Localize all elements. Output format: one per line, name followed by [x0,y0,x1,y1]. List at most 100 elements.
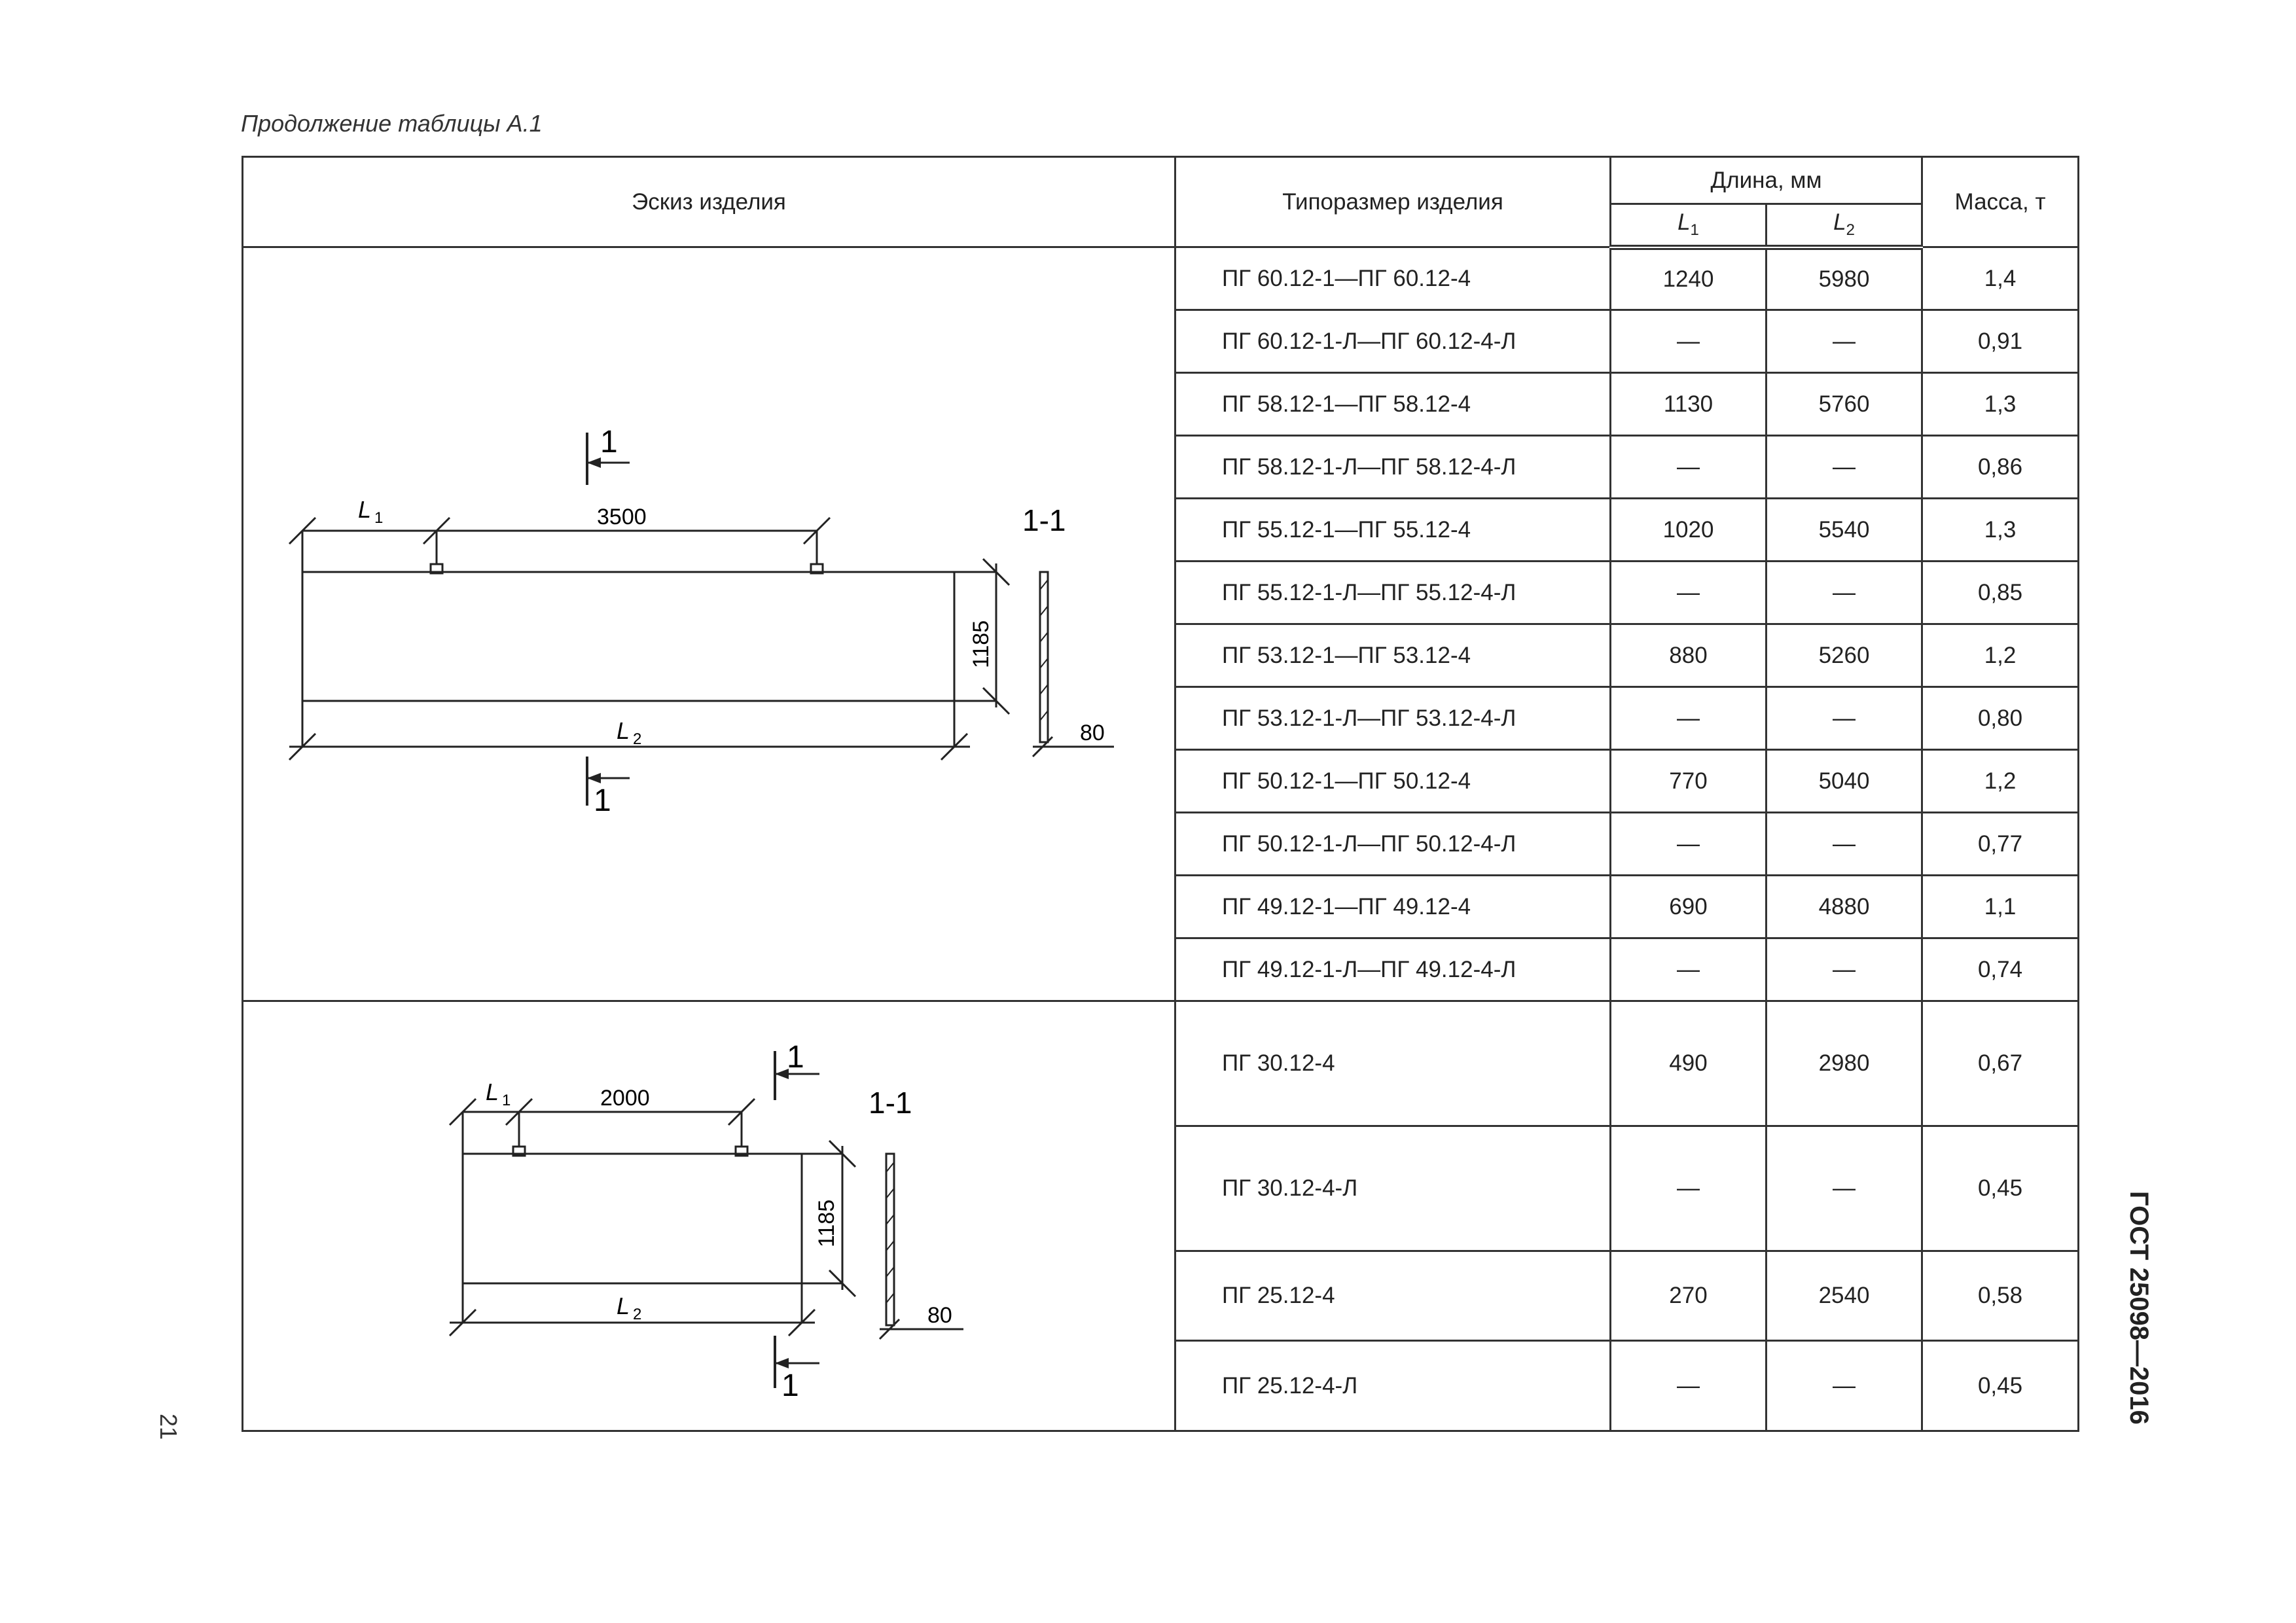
table-row: ПГ 58.12-1-Л—ПГ 58.12-4-Л — — 0,86 [243,435,2080,499]
l1-cell: — [1609,309,1767,374]
section-mark-bottom: 1 [594,783,611,818]
dim-height: 1185 [969,620,994,668]
table-row: ПГ 25.12-4-Л — — 0,45 [243,1340,2080,1432]
dim-l1-sub: 1 [502,1092,511,1109]
mass-cell: 0,45 [1921,1124,2080,1252]
l2-cell: — [1765,1124,1924,1252]
l2-cell: 2980 [1765,1000,1924,1127]
size-cell: ПГ 58.12-1-Л—ПГ 58.12-4-Л [1174,435,1611,499]
l1-cell: 270 [1609,1249,1767,1342]
size-cell: ПГ 60.12-1—ПГ 60.12-4 [1174,246,1611,311]
mass-cell: 0,85 [1921,560,2080,625]
size-cell: ПГ 58.12-1—ПГ 58.12-4 [1174,372,1611,437]
l1-cell: — [1609,1340,1767,1432]
l1-cell: 770 [1609,749,1767,813]
table-row: ПГ 53.12-1-Л—ПГ 53.12-4-Л — — 0,80 [243,686,2080,751]
size-cell: ПГ 49.12-1—ПГ 49.12-4 [1174,874,1611,939]
l1-cell: — [1609,1124,1767,1252]
l2-cell: 5260 [1765,623,1924,688]
dim-l2: L [617,1293,630,1319]
mass-cell: 1,3 [1921,497,2080,562]
mass-cell: 1,2 [1921,749,2080,813]
size-cell: ПГ 53.12-1—ПГ 53.12-4 [1174,623,1611,688]
l2-cell: — [1765,435,1924,499]
header-l2: L2 [1765,203,1924,250]
header-mass: Масса, т [1921,156,2080,248]
table-row: ПГ 58.12-1—ПГ 58.12-4 1130 5760 1,3 [243,372,2080,437]
header-l2-letter: L [1833,209,1846,236]
l1-cell: 690 [1609,874,1767,939]
l1-cell: — [1609,812,1767,876]
sketch-panel-6m: 1 1 1-1 L 1 3500 L 2 80 1185 [242,246,1176,1002]
dim-l2-sub: 2 [633,730,641,748]
l1-cell: — [1609,686,1767,751]
table-row: ПГ 30.12-4-Л — — 0,45 [243,1124,2080,1252]
table-row: ПГ 49.12-1—ПГ 49.12-4 690 4880 1,1 [243,874,2080,939]
mass-cell: 0,58 [1921,1249,2080,1342]
table-row: ПГ 25.12-4 270 2540 0,58 [243,1249,2080,1342]
mass-cell: 0,77 [1921,812,2080,876]
header-size: Типоразмер изделия [1174,156,1611,248]
dim-thickness: 80 [1080,721,1105,745]
size-cell: ПГ 30.12-4 [1174,1000,1611,1127]
mass-cell: 1,3 [1921,372,2080,437]
l2-cell: — [1765,1340,1924,1432]
dim-span: 3500 [597,505,647,529]
header-sketch: Эскиз изделия [242,156,1176,248]
table-row: ПГ 50.12-1—ПГ 50.12-4 770 5040 1,2 [243,749,2080,813]
l1-cell: 1240 [1609,246,1767,311]
product-table: Эскиз изделия Типоразмер изделия Длина, … [242,156,2080,1432]
table-caption: Продолжение таблицы А.1 [241,110,543,137]
page-number: 21 [155,1414,182,1440]
sketch-panel-3m: 1 1 1-1 L 1 2000 L 2 80 1185 [242,1000,1176,1432]
mass-cell: 0,67 [1921,1000,2080,1127]
mass-cell: 0,74 [1921,937,2080,1002]
size-cell: ПГ 25.12-4 [1174,1249,1611,1342]
table-row: 1 1 1-1 L 1 3500 L 2 80 1185 ПГ 60.12-1—… [242,246,2080,1002]
size-cell: ПГ 49.12-1-Л—ПГ 49.12-4-Л [1174,937,1611,1002]
header-l1-sub: 1 [1690,221,1699,240]
l2-cell: 5760 [1765,372,1924,437]
l1-cell: 490 [1609,1000,1767,1127]
l1-cell: — [1609,937,1767,1002]
section-mark-bottom: 1 [781,1368,799,1403]
dim-l2-sub: 2 [633,1306,641,1323]
section-mark-top: 1 [600,425,618,459]
panel-sketch-1: 1 1 1-1 L 1 3500 L 2 80 1185 [288,425,1114,818]
l2-cell: — [1765,812,1924,876]
header-l2-sub: 2 [1846,221,1855,240]
header-l1-letter: L [1677,209,1691,236]
table-row: ПГ 50.12-1-Л—ПГ 50.12-4-Л — — 0,77 [243,812,2080,876]
l2-cell: — [1765,937,1924,1002]
header-length: Длина, мм [1609,156,1924,205]
dim-height: 1185 [814,1200,839,1247]
section-label: 1-1 [1022,503,1066,537]
section-profile [1039,571,1049,743]
table-row: 1 1 1-1 L 1 2000 L 2 80 1185 ПГ 30.12-4 … [242,1000,2080,1432]
dim-thickness: 80 [927,1303,952,1328]
mass-cell: 1,2 [1921,623,2080,688]
table-row: ПГ 55.12-1-Л—ПГ 55.12-4-Л — — 0,85 [243,560,2080,625]
l2-cell: — [1765,686,1924,751]
mass-cell: 1,4 [1921,246,2080,311]
l1-cell: — [1609,560,1767,625]
l2-cell: — [1765,309,1924,374]
size-cell: ПГ 53.12-1-Л—ПГ 53.12-4-Л [1174,686,1611,751]
dim-l1-sub: 1 [374,509,383,527]
panel-outline [461,1152,803,1285]
section-label: 1-1 [869,1086,912,1120]
dim-span: 2000 [600,1086,650,1111]
section-mark-top: 1 [787,1040,804,1075]
size-cell: ПГ 25.12-4-Л [1174,1340,1611,1432]
size-cell: ПГ 55.12-1—ПГ 55.12-4 [1174,497,1611,562]
l2-cell: 2540 [1765,1249,1924,1342]
l1-cell: 1020 [1609,497,1767,562]
mass-cell: 0,86 [1921,435,2080,499]
panel-outline [301,571,956,702]
header-l1: L1 [1609,203,1767,250]
l2-cell: 5040 [1765,749,1924,813]
dim-l1: L [486,1079,499,1105]
size-cell: ПГ 60.12-1-Л—ПГ 60.12-4-Л [1174,309,1611,374]
table-row: ПГ 53.12-1—ПГ 53.12-4 880 5260 1,2 [243,623,2080,688]
mass-cell: 0,45 [1921,1340,2080,1432]
